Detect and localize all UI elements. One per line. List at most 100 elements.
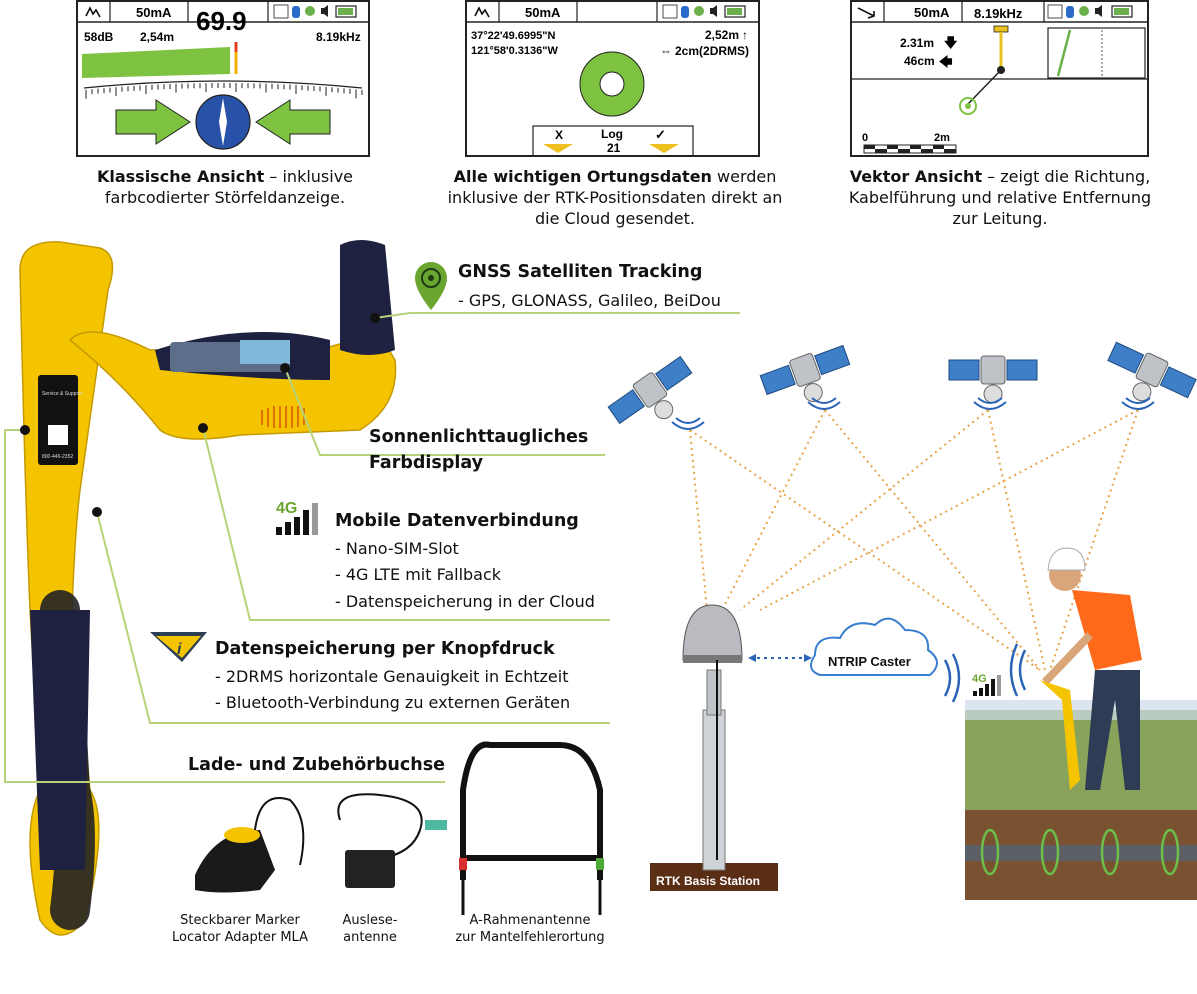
gnss-pin-icon — [415, 262, 447, 310]
caption-vector: Vektor Ansicht – zeigt die Richtung, Kab… — [835, 166, 1165, 229]
frame-caption: A-Rahmenantenne zur Mantelfehlerortung — [440, 912, 620, 946]
gnss-item: - GPS, GLONASS, Galileo, BeiDou — [458, 291, 721, 310]
data-btn-x[interactable]: X — [555, 128, 563, 142]
softkey-right-icon — [649, 144, 679, 153]
store-item-2: - Bluetooth-Verbindung zu externen Gerät… — [215, 693, 571, 712]
a-frame-antenna-image — [460, 741, 603, 915]
mobile-item-3: - Datenspeicherung in der Cloud — [335, 592, 595, 611]
vector-view-graphic: 50mA 8.19kHz 2.31m 🡇 46cm 🡄 0 2m — [852, 2, 1147, 154]
locator-device: Service & Support 800-446-2352 — [19, 240, 397, 936]
charge-title: Lade- und Zubehörbuchse — [188, 755, 446, 775]
satellite-icon — [948, 355, 1038, 404]
data-view-graphic: 50mA 37°22'49.6995"N 121°58'0.3136"W 2,5… — [467, 2, 758, 157]
locator-probe-icon — [993, 25, 1009, 74]
double-arrow-icon: ⇔ — [660, 44, 672, 58]
satellite-icon — [607, 355, 693, 425]
mobile-item-1: - Nano-SIM-Slot — [335, 539, 459, 558]
mobile-title: Mobile Datenverbindung — [335, 511, 579, 531]
ntrip-label: NTRIP Caster — [828, 654, 911, 669]
vector-scale-0: 0 — [862, 132, 868, 144]
antenna-icon — [474, 6, 490, 18]
marker-caption-2: Locator Adapter MLA — [172, 930, 308, 945]
caption-classic: Klassische Ansicht – inklusive farbcodie… — [80, 166, 370, 208]
right-arrow-icon — [255, 99, 331, 145]
arrow-down-icon: 🡇 — [944, 35, 958, 50]
target-icon — [959, 97, 977, 115]
store-title: Datenspeicherung per Knopfdruck — [215, 639, 555, 659]
data-lat: 37°22'49.6995"N — [471, 30, 555, 42]
caption-data: Alle wichtigen Ortungsdaten werden inklu… — [440, 166, 790, 229]
data-signal: 50mA — [525, 5, 561, 20]
store-item-1: - 2DRMS horizontale Genauigkeit in Echtz… — [215, 667, 569, 686]
display-title-1: Sonnenlichttaugliches — [369, 427, 589, 447]
classic-big-value: 69.9 — [196, 6, 247, 36]
caption-data-rest: werden inklusive der RTK-Positionsdaten … — [447, 167, 783, 228]
up-arrow-icon: ↑ — [742, 28, 748, 42]
antenna-icon — [85, 6, 101, 18]
data-distance: 2,52m — [705, 28, 739, 42]
4g-signal-icon: 4G — [276, 500, 318, 535]
field-scene — [965, 547, 1197, 900]
mobile-item-2: - 4G LTE mit Fallback — [335, 565, 502, 584]
marker-caption-1: Steckbarer Marker — [180, 913, 300, 928]
vector-view-screen: 50mA 8.19kHz 2.31m 🡇 46cm 🡄 0 2m — [850, 0, 1149, 157]
arrow-left-icon: 🡄 — [939, 54, 953, 69]
caption-classic-bold: Klassische Ansicht — [96, 167, 265, 186]
caption-data-bold: Alle wichtigen Ortungsdaten — [453, 167, 712, 186]
classic-view-graphic: 50mA 69.9 58dB 2,54m 8.19kHz — [78, 2, 368, 150]
marker-adapter-image — [195, 797, 305, 893]
field-4g-badge: 4G — [972, 673, 987, 685]
data-btn-ok[interactable]: ✓ — [655, 127, 666, 142]
gnss-title: GNSS Satelliten Tracking — [458, 262, 703, 282]
info-button-icon: i — [150, 632, 207, 662]
caption-classic-rest: – inklusive farbcodierter Störfeldanzeig… — [104, 167, 354, 207]
mobile-4g-badge: 4G — [276, 500, 297, 517]
scale-bar — [863, 144, 957, 154]
vector-freq: 8.19kHz — [974, 6, 1023, 21]
signal-wave-icon — [943, 643, 1027, 703]
device-support-label: Service & Support — [42, 391, 83, 397]
classic-signal: 50mA — [136, 5, 172, 20]
cloud-icon — [810, 617, 938, 676]
frame-caption-2: zur Mantelfehlerortung — [455, 930, 605, 945]
data-accuracy: 2cm(2DRMS) — [675, 44, 749, 58]
classic-freq: 8.19kHz — [316, 30, 361, 44]
data-lon: 121°58'0.3136"W — [471, 45, 558, 57]
status-icons — [1047, 4, 1133, 19]
left-arrow-icon — [115, 99, 191, 145]
signal-wave-icons — [671, 397, 1155, 430]
frame-caption-1: A-Rahmenantenne — [469, 913, 591, 928]
satellite-icon — [1107, 341, 1197, 402]
display-title-2: Farbdisplay — [369, 453, 484, 473]
field-4g-signal-icon: 4G — [972, 673, 1001, 696]
status-icons — [273, 4, 357, 19]
data-btn-log-num: 21 — [607, 141, 621, 155]
ausl-caption: Auslese- antenne — [330, 912, 410, 946]
satellite-signal-lines — [689, 409, 1139, 671]
classic-depth: 2,54m — [140, 30, 174, 44]
satellite-icon — [759, 344, 851, 403]
marker-caption: Steckbarer Marker Locator Adapter MLA — [160, 912, 320, 946]
softkey-left-icon — [543, 144, 573, 153]
caption-vector-rest: – zeigt die Richtung, Kabelführung und r… — [848, 167, 1152, 228]
product-illustration: Service & Support 800-446-2352 4G — [4, 240, 1197, 936]
data-btn-log[interactable]: Log — [601, 127, 623, 141]
status-icons — [662, 4, 746, 19]
vector-v2: 46cm — [904, 54, 935, 68]
device-phone-label: 800-446-2352 — [42, 454, 73, 460]
classic-db: 58dB — [84, 30, 114, 44]
classic-view-screen: 50mA 69.9 58dB 2,54m 8.19kHz — [76, 0, 370, 157]
data-view-screen: 50mA 37°22'49.6995"N 121°58'0.3136"W 2,5… — [465, 0, 760, 157]
readout-antenna-image — [337, 793, 447, 888]
vector-signal: 50mA — [914, 5, 950, 20]
signal-bar — [82, 47, 230, 78]
arrow-down-left-icon — [857, 7, 875, 19]
info-icon-letter: i — [177, 641, 182, 658]
vector-v1: 2.31m — [900, 36, 934, 50]
rtk-base-station — [650, 604, 778, 891]
callout-dots — [20, 313, 380, 517]
vector-scale-2: 2m — [934, 132, 950, 144]
ausl-caption-1: Auslese- — [342, 913, 398, 928]
ausl-caption-2: antenne — [343, 930, 397, 945]
callout-lines — [4, 312, 740, 783]
